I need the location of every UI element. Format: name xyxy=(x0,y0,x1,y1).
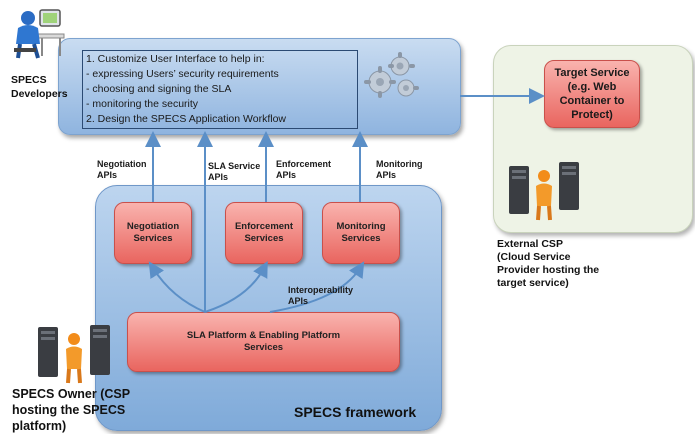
enforcement-services-line1: Enforcement xyxy=(234,221,294,232)
arrow-platform-negotiation xyxy=(148,261,206,313)
gears-icon xyxy=(364,52,419,98)
owner-line-2: hosting the SPECS xyxy=(12,403,126,417)
negotiation-services-line1: Negotiation xyxy=(126,221,180,232)
target-service-box: Target Service (e.g. Web Container to Pr… xyxy=(544,60,640,128)
owner-line-3: platform) xyxy=(12,419,67,433)
interoperability-api-line1: Interoperability xyxy=(288,285,354,295)
negotiation-api-line2: APIs xyxy=(97,170,118,180)
sla-platform-line2: Services xyxy=(243,342,284,353)
external-line-2: (Cloud Service xyxy=(497,251,571,263)
sla-platform-line1: SLA Platform & Enabling Platform xyxy=(186,330,341,341)
developers-label-line2: Developers xyxy=(11,88,68,100)
monitoring-services-line2: Services xyxy=(341,233,381,244)
dev-task-line-5: 2. Design the SPECS Application Workflow xyxy=(86,113,286,125)
target-line-4: Protect) xyxy=(571,109,613,121)
sla-service-api-line1: SLA Service xyxy=(208,161,261,171)
dev-task-line-1: 1. Customize User Interface to help in: xyxy=(86,53,265,65)
external-line-3: Provider hosting the xyxy=(497,264,600,276)
negotiation-services-line2: Services xyxy=(133,233,173,244)
dev-task-line-2: - expressing Users’ security requirement… xyxy=(86,68,279,80)
dev-task-line-3: - choosing and signing the SLA xyxy=(86,83,232,95)
target-line-1: Target Service xyxy=(554,67,630,79)
owner-server-icon xyxy=(38,325,110,384)
negotiation-api-line1: Negotiation xyxy=(97,159,147,169)
owner-line-1: SPECS Owner (CSP xyxy=(12,387,131,401)
interoperability-api-line2: APIs xyxy=(288,296,309,306)
developers-panel xyxy=(58,38,461,135)
enforcement-api-line2: APIs xyxy=(276,170,297,180)
sla-platform-box: SLA Platform & Enabling Platform Service… xyxy=(127,312,400,372)
enforcement-api-line1: Enforcement xyxy=(276,159,332,169)
external-line-4: target service) xyxy=(497,277,569,289)
developer-person-icon xyxy=(14,9,65,59)
framework-label: SPECS framework xyxy=(294,404,417,420)
external-line-1: External CSP xyxy=(497,238,563,250)
arrow-platform-monitoring xyxy=(269,261,365,313)
monitoring-api-line2: APIs xyxy=(376,170,397,180)
enforcement-services-line2: Services xyxy=(244,233,284,244)
developer-tasks-box xyxy=(82,50,358,129)
sla-service-api-line2: APIs xyxy=(208,172,229,182)
target-line-2: (e.g. Web xyxy=(567,81,617,93)
monitoring-api-line1: Monitoring xyxy=(376,159,423,169)
dev-task-line-4: - monitoring the security xyxy=(86,98,199,110)
arrow-platform-enforcement xyxy=(204,260,268,313)
external-csp-server-icon xyxy=(509,162,579,221)
monitoring-services-box: Monitoring Services xyxy=(322,202,400,264)
enforcement-services-box: Enforcement Services xyxy=(225,202,303,264)
target-line-3: Container to xyxy=(559,95,625,107)
developers-label-line1: SPECS xyxy=(11,74,47,86)
monitoring-services-line1: Monitoring xyxy=(336,221,386,232)
negotiation-services-box: Negotiation Services xyxy=(114,202,192,264)
